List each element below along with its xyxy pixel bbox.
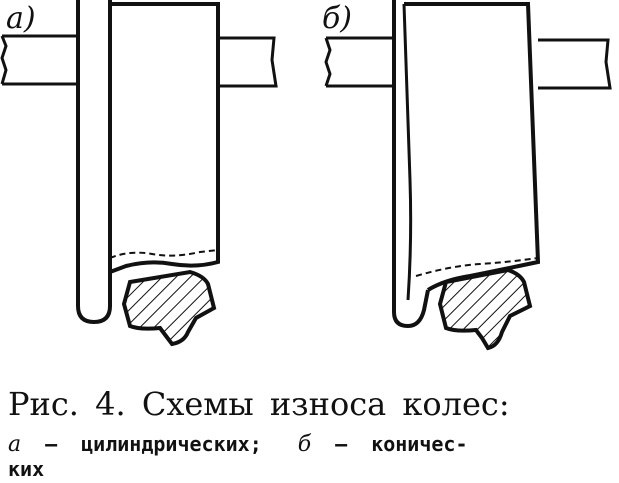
legend-key-b: б [297, 432, 312, 457]
legend-row-1: а — цилиндрических; б — коничес- [8, 432, 608, 457]
flange-inner-b [402, 3, 413, 301]
panel-b-diagram [324, 0, 612, 351]
legend-dash-b: — [335, 432, 348, 456]
wheel-wear-figure [0, 0, 612, 351]
rail-b [437, 267, 533, 351]
legend-key-a: а [8, 432, 22, 457]
legend-dash-a: — [45, 432, 58, 456]
legend-row-2: ких [8, 457, 608, 481]
panel-a-diagram [0, 0, 278, 347]
axle-left-b [324, 36, 394, 88]
original-profile-b [415, 257, 539, 277]
panel-label-a: а) [6, 1, 36, 36]
original-profile-a [109, 249, 219, 259]
flange-a [76, 0, 112, 325]
legend-text-b: коничес- [371, 432, 468, 456]
axle-right-b [538, 38, 612, 90]
flange-b [392, 0, 430, 329]
axle-left-a [0, 34, 78, 86]
rail-a [121, 269, 217, 347]
wheel-body-b [404, 2, 541, 292]
legend-text-b-cont: ких [8, 457, 45, 481]
axle-right-a [218, 36, 278, 88]
wheel-body-a [109, 2, 220, 274]
panel-label-b: б) [322, 1, 353, 36]
figure-caption: Рис. 4. Схемы износа колес: [8, 385, 510, 423]
legend-text-a: цилиндрических; [81, 432, 262, 456]
figure-legend: а — цилиндрических; б — коничес- ких [8, 432, 608, 481]
